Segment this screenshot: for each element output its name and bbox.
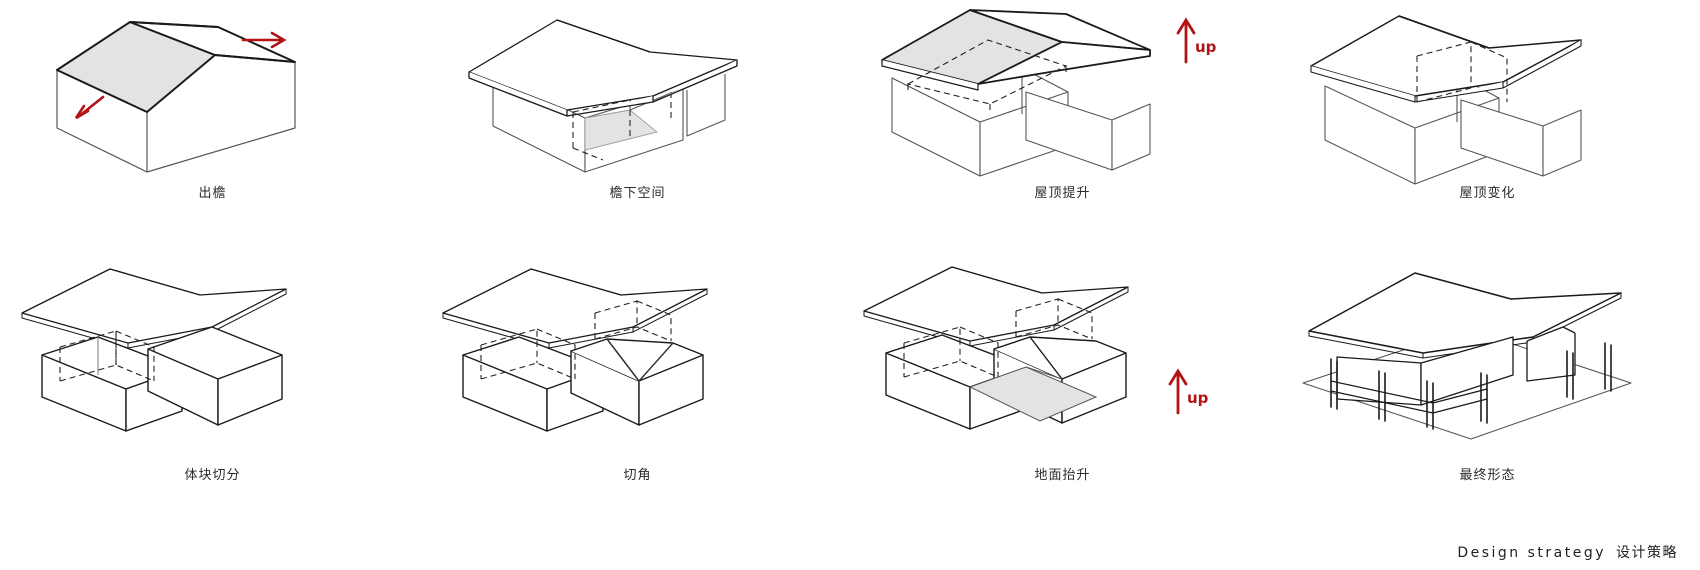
step-7-caption: 地面抬升: [1034, 468, 1091, 483]
ground-lift-arrow-label: up: [1187, 389, 1209, 407]
step-3-caption: 屋顶提升: [1034, 186, 1091, 201]
step-5-illustration: [0, 255, 425, 460]
diagram-step-7: up 地面抬升: [850, 255, 1275, 510]
step-5-caption: 体块切分: [184, 468, 241, 483]
diagram-step-8: 最终形态: [1275, 255, 1700, 510]
roof-lift-arrow-up: [1176, 17, 1196, 64]
diagram-step-1: 出檐: [0, 0, 425, 255]
step-1-caption: 出檐: [198, 186, 227, 201]
step-3-illustration: up: [850, 0, 1275, 205]
diagram-step-6: 切角: [425, 255, 850, 510]
step-4-illustration: [1275, 0, 1700, 205]
diagram-row-top: 出檐: [0, 0, 1700, 255]
footer-title-en: Design strategy: [1457, 545, 1606, 561]
diagram-step-4: 屋顶变化: [1275, 0, 1700, 255]
step-2-caption: 檐下空间: [609, 186, 666, 201]
ground-lift-arrow-up: [1168, 368, 1188, 415]
diagram-row-bottom: 体块切分: [0, 255, 1700, 510]
diagram-step-5: 体块切分: [0, 255, 425, 510]
step-2-illustration: [425, 0, 850, 205]
step-4-caption: 屋顶变化: [1459, 186, 1516, 201]
eave-arrow-left: [74, 95, 105, 120]
step-1-illustration: [0, 0, 425, 205]
step-6-caption: 切角: [623, 468, 652, 483]
step-7-illustration: up: [850, 255, 1275, 460]
step-6-illustration: [425, 255, 850, 460]
step-8-caption: 最终形态: [1459, 468, 1516, 483]
roof-lift-arrow-label: up: [1195, 38, 1217, 56]
footer-title-cn: 设计策略: [1616, 545, 1678, 561]
step-8-illustration: [1275, 255, 1700, 460]
diagram-footer: Design strategy 设计策略: [1457, 542, 1678, 562]
diagram-step-3: up 屋顶提升: [850, 0, 1275, 255]
eave-arrow-right: [241, 31, 287, 49]
diagram-step-2: 檐下空间: [425, 0, 850, 255]
